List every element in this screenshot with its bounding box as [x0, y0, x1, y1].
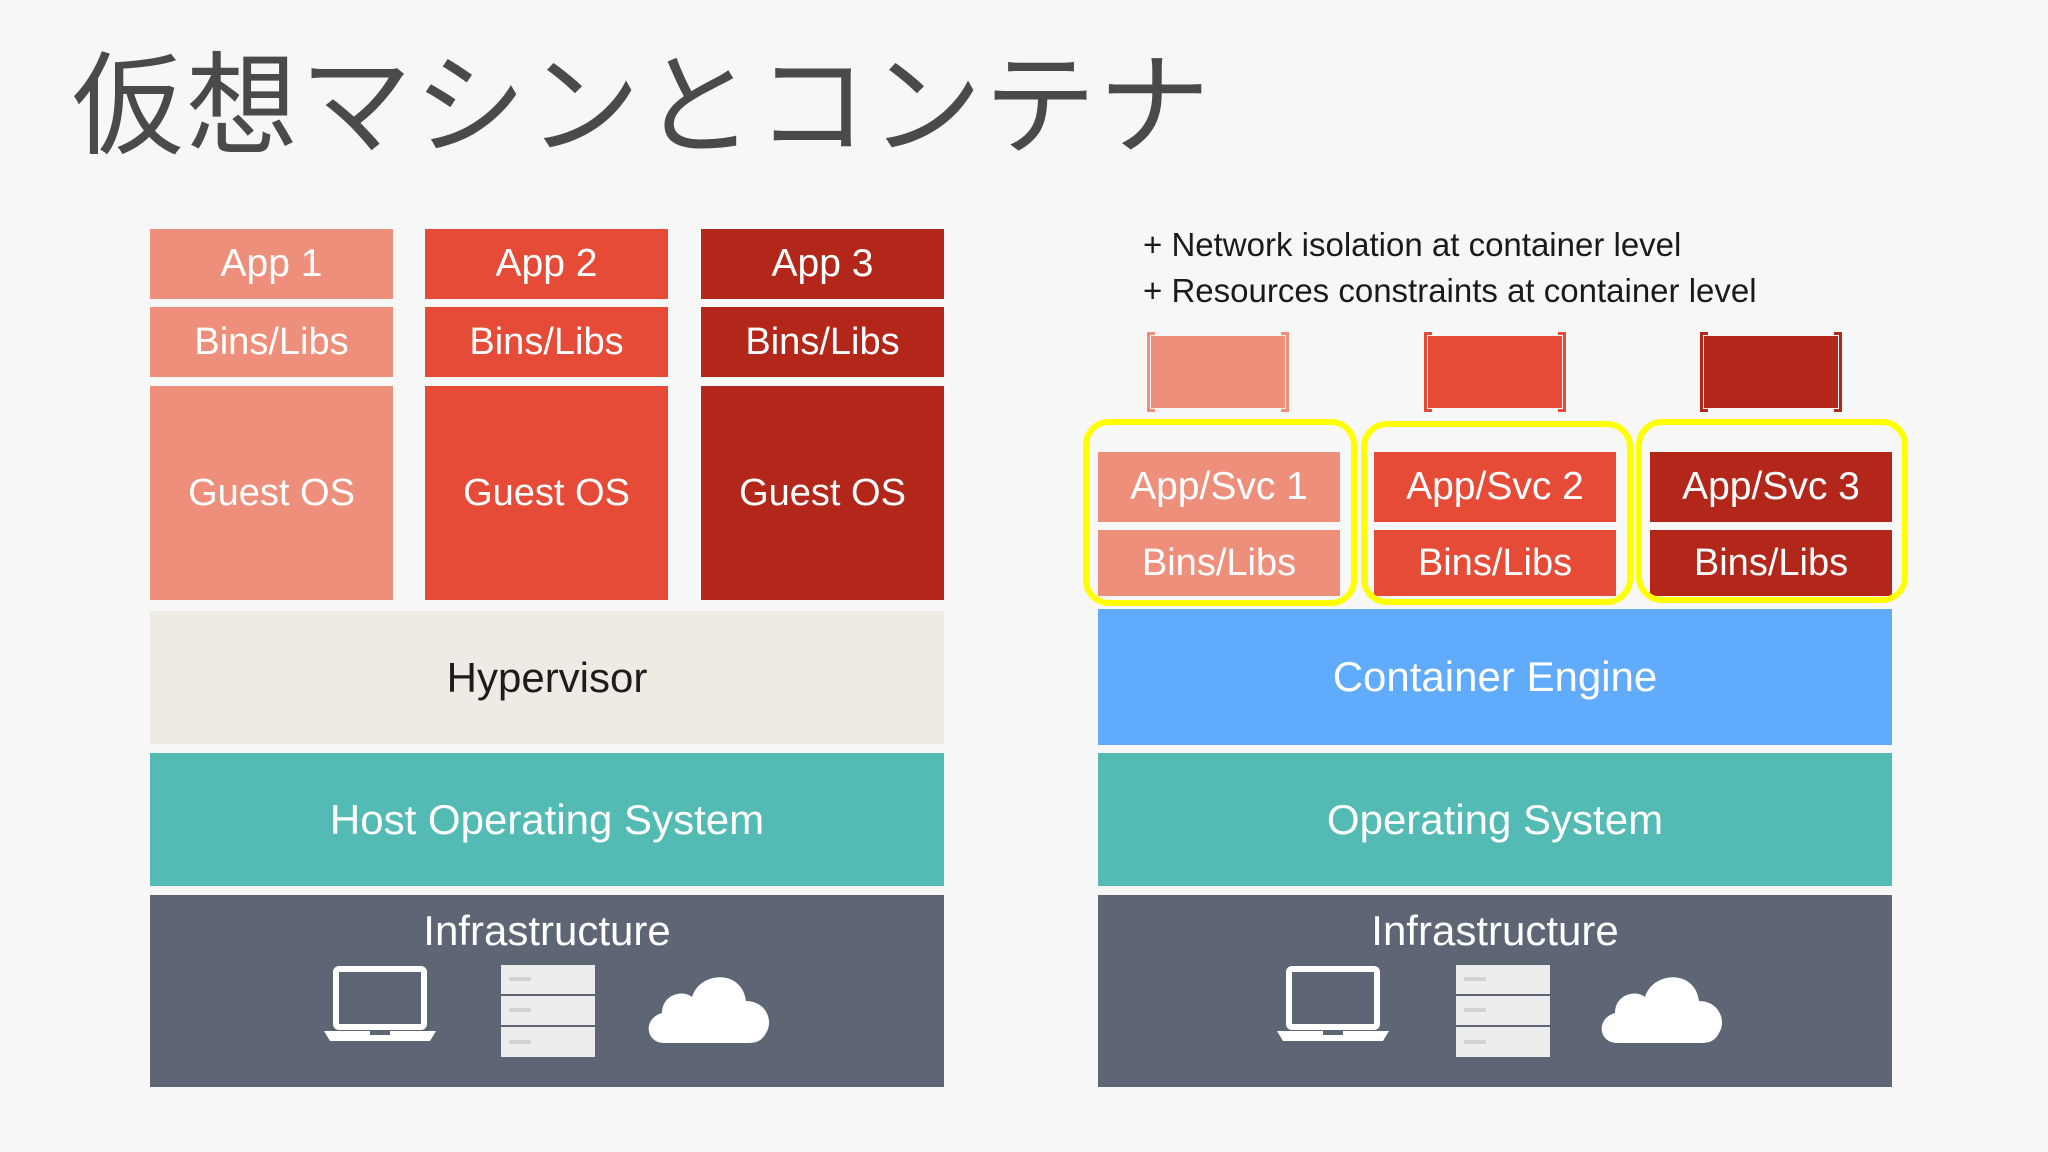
operating-system-layer: Operating System: [1098, 753, 1892, 886]
infrastructure-label: Infrastructure: [423, 907, 671, 954]
resource-limit-2: [1424, 332, 1566, 412]
container-bins-libs-2: Bins/Libs: [1374, 530, 1616, 596]
cloud-icon: [1601, 977, 1723, 1043]
container-bins-libs-3: Bins/Libs: [1650, 530, 1892, 596]
cloud-icon: [648, 977, 770, 1043]
server-icon: [501, 965, 595, 1057]
container-highlight-2: [1361, 421, 1633, 605]
note-network-isolation: + Network isolation at container level: [1143, 226, 1682, 263]
vm-bins-libs-2: Bins/Libs: [425, 307, 668, 377]
vm-guest-os-3: Guest OS: [701, 386, 944, 600]
vm-bins-libs-3: Bins/Libs: [701, 307, 944, 377]
resource-limit-1: [1147, 332, 1289, 412]
page-title: 仮想マシンとコンテナ: [72, 42, 1212, 172]
container-app-svc-2: App/Svc 2: [1374, 452, 1616, 522]
vm-app-2: App 2: [425, 229, 668, 299]
vm-guest-os-2: Guest OS: [425, 386, 668, 600]
container-highlight-3: [1636, 419, 1908, 603]
vm-app-1: App 1: [150, 229, 393, 299]
resource-limit-3: [1700, 332, 1842, 412]
container-bins-libs-1: Bins/Libs: [1098, 530, 1340, 596]
vm-app-3: App 3: [701, 229, 944, 299]
laptop-icon: [1277, 966, 1389, 1041]
note-resource-constraints: + Resources constraints at container lev…: [1143, 272, 1757, 309]
vm-bins-libs-1: Bins/Libs: [150, 307, 393, 377]
container-highlight-1: [1083, 419, 1357, 606]
host-os-layer: Host Operating System: [150, 753, 944, 886]
infrastructure-label: Infrastructure: [1371, 907, 1619, 954]
laptop-icon: [324, 966, 436, 1041]
hypervisor-layer: Hypervisor: [150, 611, 944, 744]
vm-guest-os-1: Guest OS: [150, 386, 393, 600]
container-app-svc-3: App/Svc 3: [1650, 452, 1892, 522]
container-infrastructure-layer: Infrastructure: [1098, 895, 1892, 1087]
container-app-svc-1: App/Svc 1: [1098, 452, 1340, 522]
server-icon: [1456, 965, 1550, 1057]
vm-infrastructure-layer: Infrastructure: [150, 895, 944, 1087]
container-engine-layer: Container Engine: [1098, 609, 1892, 745]
